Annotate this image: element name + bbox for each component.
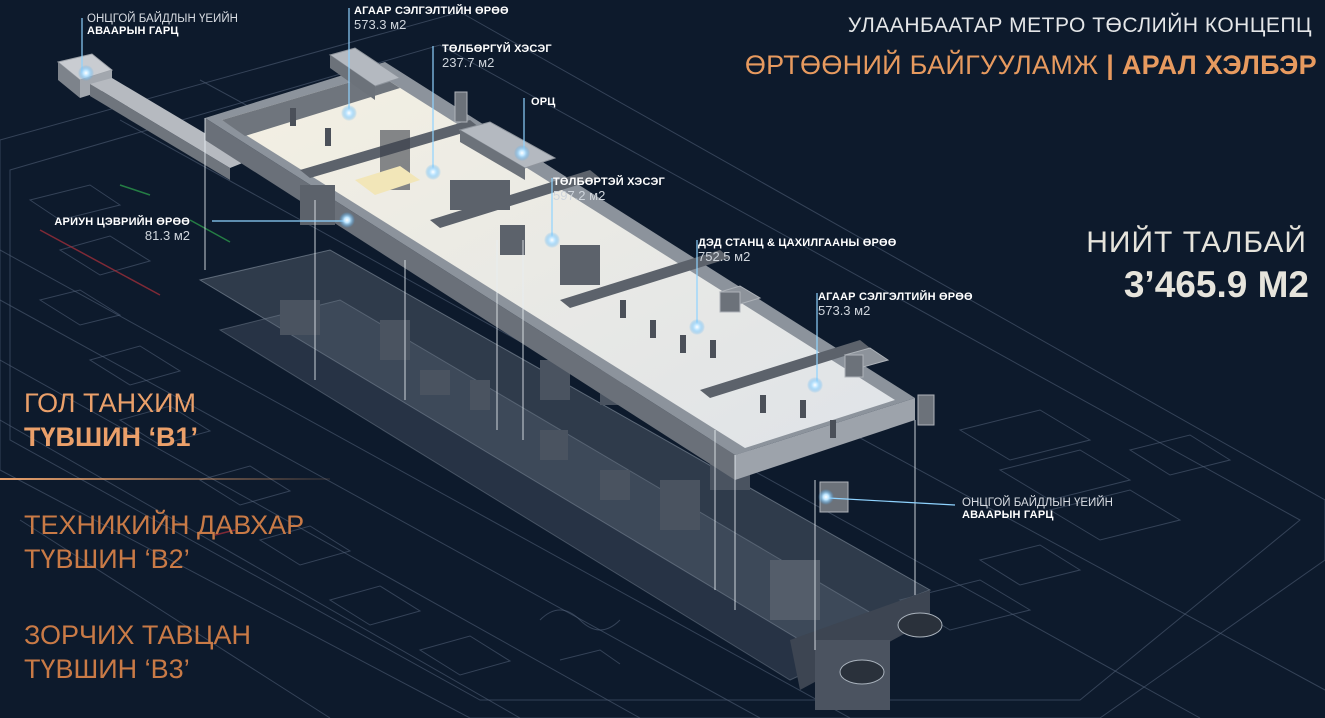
callout-ventilation-2: АГААР СЭЛГЭЛТИЙН ӨРӨӨ 573.3 м2 bbox=[818, 291, 973, 318]
level-name: ЗОРЧИХ ТАВЦАН bbox=[24, 620, 252, 650]
marker-ventilation-1 bbox=[341, 105, 357, 121]
marker-substation bbox=[689, 319, 705, 335]
callout-line2: АВААРЫН ГАРЦ bbox=[962, 509, 1054, 521]
level-code: ТҮВШИН ‘B3’ bbox=[24, 654, 190, 684]
level-b1[interactable]: ГОЛ ТАНХИМ ТҮВШИН ‘B1’ bbox=[24, 386, 198, 454]
level-b3[interactable]: ЗОРЧИХ ТАВЦАН ТҮВШИН ‘B3’ bbox=[24, 618, 251, 686]
callout-paid-zone: ТӨЛБӨРТЭЙ ХЭСЭГ 597.2 м2 bbox=[553, 176, 665, 203]
entrance-stair bbox=[458, 121, 557, 180]
project-subtitle: УЛААНБААТАР МЕТРО ТӨСЛИЙН КОНЦЕПЦ bbox=[847, 14, 1312, 37]
callout-emergency-exit-2: ОНЦГОЙ БАЙДЛЫН ҮЕИЙН АВААРЫН ГАРЦ bbox=[962, 497, 1113, 521]
callout-area: 597.2 м2 bbox=[553, 188, 606, 203]
callout-free-zone: ТӨЛБӨРГҮЙ ХЭСЭГ 237.7 м2 bbox=[442, 43, 552, 70]
total-area-label: НИЙТ ТАЛБАЙ bbox=[1086, 226, 1307, 259]
callout-area: 237.7 м2 bbox=[442, 55, 495, 70]
callout-emergency-exit-1: ОНЦГОЙ БАЙДЛЫН ҮЕИЙН АВААРЫН ГАРЦ bbox=[87, 13, 238, 37]
callout-name: ДЭД СТАНЦ & ЦАХИЛГААНЫ ӨРӨӨ bbox=[698, 237, 897, 249]
callout-substation: ДЭД СТАНЦ & ЦАХИЛГААНЫ ӨРӨӨ 752.5 м2 bbox=[698, 237, 897, 264]
callout-area: 573.3 м2 bbox=[818, 303, 871, 318]
callout-ventilation-1: АГААР СЭЛГЭЛТИЙН ӨРӨӨ 573.3 м2 bbox=[354, 5, 509, 32]
callout-name: АГААР СЭЛГЭЛТИЙН ӨРӨӨ bbox=[818, 291, 973, 303]
active-level-divider bbox=[0, 478, 330, 480]
main-hall-b1 bbox=[205, 62, 915, 480]
callout-area: 573.3 м2 bbox=[354, 17, 407, 32]
callout-area: 752.5 м2 bbox=[698, 249, 751, 264]
marker-paid-zone bbox=[544, 232, 560, 248]
marker-emergency-exit-1 bbox=[78, 65, 94, 81]
callout-line1: ОНЦГОЙ БАЙДЛЫН ҮЕИЙН bbox=[87, 13, 238, 25]
callout-line2: АВААРЫН ГАРЦ bbox=[87, 25, 179, 37]
callout-restroom: АРИУН ЦЭВРИЙН ӨРӨӨ 81.3 м2 bbox=[54, 216, 190, 243]
level-name: ТЕХНИКИЙН ДАВХАР bbox=[24, 510, 305, 540]
location-markers bbox=[78, 65, 834, 505]
callout-leader-lines bbox=[81, 8, 956, 506]
level-b2[interactable]: ТЕХНИКИЙН ДАВХАР ТҮВШИН ‘B2’ bbox=[24, 508, 304, 576]
callout-line1: ОНЦГОЙ БАЙДЛЫН ҮЕИЙН bbox=[962, 497, 1113, 509]
level-code: ТҮВШИН ‘B2’ bbox=[24, 544, 190, 574]
callout-name: АРИУН ЦЭВРИЙН ӨРӨӨ bbox=[54, 216, 190, 228]
callout-name: ОРЦ bbox=[531, 96, 556, 108]
page-title: ӨРТӨӨНИЙ БАЙГУУЛАМЖ | АРАЛ ХЭЛБЭР bbox=[745, 50, 1317, 81]
shaft-boxes bbox=[454, 91, 935, 513]
title-separator: | bbox=[1106, 50, 1115, 80]
callout-name: АГААР СЭЛГЭЛТИЙН ӨРӨӨ bbox=[354, 5, 509, 17]
title-main: ӨРТӨӨНИЙ БАЙГУУЛАМЖ bbox=[744, 50, 1099, 80]
callout-name: ТӨЛБӨРГҮЙ ХЭСЭГ bbox=[442, 43, 552, 55]
marker-restroom bbox=[339, 212, 355, 228]
marker-free-zone bbox=[425, 164, 441, 180]
total-area-value: 3’465.9 М2 bbox=[1123, 264, 1309, 305]
callout-area: 81.3 м2 bbox=[144, 228, 190, 243]
marker-entrance bbox=[514, 145, 530, 161]
title-accent: АРАЛ ХЭЛБЭР bbox=[1121, 50, 1317, 80]
marker-ventilation-2 bbox=[807, 377, 823, 393]
callout-entrance: ОРЦ bbox=[531, 96, 556, 108]
level-code: ТҮВШИН ‘B1’ bbox=[24, 422, 199, 452]
level-name: ГОЛ ТАНХИМ bbox=[24, 388, 197, 418]
ventilation-shaft-top bbox=[328, 47, 402, 100]
marker-emergency-exit-2 bbox=[818, 489, 834, 505]
callout-name: ТӨЛБӨРТЭЙ ХЭСЭГ bbox=[553, 176, 665, 188]
